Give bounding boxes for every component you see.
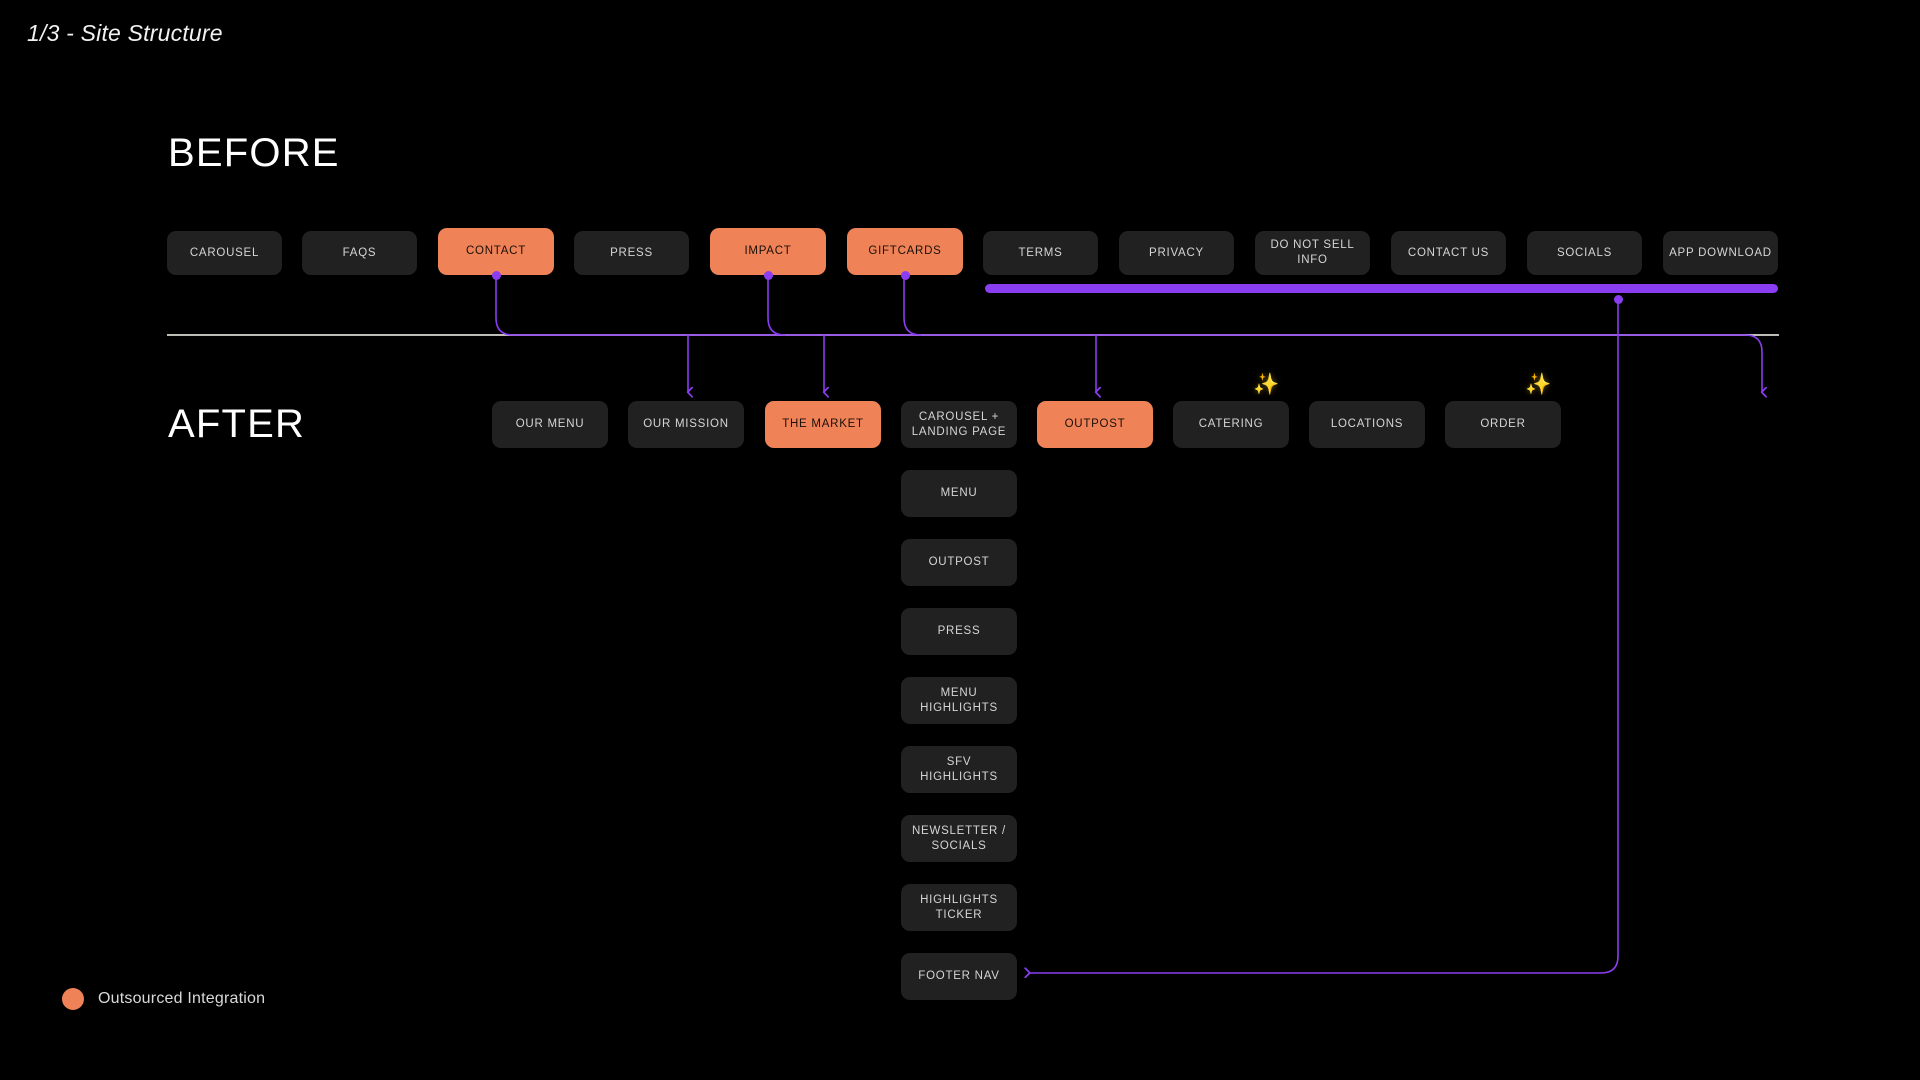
- after-node[interactable]: ORDER: [1445, 401, 1561, 448]
- node-label: MENU: [940, 487, 978, 500]
- node-label: THE MARKET: [782, 418, 864, 431]
- node-label: PRESS: [937, 625, 981, 638]
- before-node[interactable]: GIFTCARDS: [847, 228, 963, 275]
- before-node[interactable]: APP DOWNLOAD: [1663, 231, 1778, 275]
- sparkles-icon: ✨: [1253, 373, 1280, 396]
- node-label: CONTACT US: [1407, 246, 1490, 259]
- node-label: ORDER: [1480, 418, 1526, 431]
- after-node[interactable]: THE MARKET: [765, 401, 881, 448]
- legend-swatch-outsourced: [62, 988, 84, 1010]
- node-label: TERMS: [1018, 246, 1063, 259]
- before-node[interactable]: PRESS: [574, 231, 689, 275]
- node-label: OUTPOST: [928, 556, 990, 569]
- before-node[interactable]: CONTACT: [438, 228, 554, 275]
- before-node[interactable]: FAQS: [302, 231, 417, 275]
- node-label: OUR MENU: [515, 418, 585, 431]
- footer-nav-node[interactable]: PRESS: [901, 608, 1017, 655]
- node-label: OUR MISSION: [643, 418, 729, 431]
- after-node[interactable]: OUR MISSION: [628, 401, 744, 448]
- legend: Outsourced Integration: [62, 988, 265, 1010]
- footer-nav-node[interactable]: SFV HIGHLIGHTS: [901, 746, 1017, 793]
- node-label: CAROUSEL: [189, 246, 260, 259]
- before-node[interactable]: PRIVACY: [1119, 231, 1234, 275]
- node-label: CAROUSEL + LANDING PAGE: [911, 410, 1007, 438]
- after-node[interactable]: OUR MENU: [492, 401, 608, 448]
- node-label: SOCIALS: [1556, 246, 1613, 259]
- before-node[interactable]: SOCIALS: [1527, 231, 1642, 275]
- node-label: MENU HIGHLIGHTS: [920, 686, 998, 714]
- footer-nav-connector-dot: [1614, 295, 1623, 304]
- footer-nav-node[interactable]: NEWSLETTER / SOCIALS: [901, 815, 1017, 862]
- section-heading-before: BEFORE: [168, 131, 340, 175]
- footer-nav-node[interactable]: OUTPOST: [901, 539, 1017, 586]
- before-node[interactable]: CONTACT US: [1391, 231, 1506, 275]
- sparkles-icon: ✨: [1525, 373, 1552, 396]
- after-node[interactable]: LOCATIONS: [1309, 401, 1425, 448]
- node-label: HIGHLIGHTS TICKER: [920, 893, 998, 921]
- connector-dot: [491, 271, 501, 280]
- node-label: CONTACT: [466, 245, 526, 258]
- node-label: OUTPOST: [1064, 418, 1126, 431]
- section-heading-after: AFTER: [168, 402, 306, 446]
- after-node[interactable]: CATERING: [1173, 401, 1289, 448]
- section-divider: [167, 334, 1779, 336]
- after-node[interactable]: OUTPOST: [1037, 401, 1153, 448]
- node-label: FAQS: [342, 246, 377, 259]
- after-node[interactable]: CAROUSEL + LANDING PAGE: [901, 401, 1017, 448]
- connector-dot: [900, 271, 910, 280]
- footer-nav-node[interactable]: HIGHLIGHTS TICKER: [901, 884, 1017, 931]
- footer-nav-node[interactable]: FOOTER NAV: [901, 953, 1017, 1000]
- before-node[interactable]: IMPACT: [710, 228, 826, 275]
- node-label: LOCATIONS: [1330, 418, 1404, 431]
- page-title: 1/3 - Site Structure: [27, 20, 223, 46]
- before-node[interactable]: DO NOT SELL INFO: [1255, 231, 1370, 275]
- footer-nav-group-bar: [985, 284, 1778, 293]
- node-label: CATERING: [1198, 418, 1264, 431]
- node-label: DO NOT SELL INFO: [1270, 239, 1355, 266]
- node-label: IMPACT: [744, 245, 792, 258]
- node-label: NEWSLETTER / SOCIALS: [912, 824, 1006, 852]
- footer-nav-node[interactable]: MENU: [901, 470, 1017, 517]
- node-label: PRESS: [610, 246, 653, 259]
- node-label: APP DOWNLOAD: [1669, 246, 1772, 259]
- before-node[interactable]: TERMS: [983, 231, 1098, 275]
- footer-nav-node[interactable]: MENU HIGHLIGHTS: [901, 677, 1017, 724]
- node-label: SFV HIGHLIGHTS: [920, 755, 998, 783]
- connector-dot: [763, 271, 773, 280]
- before-node[interactable]: CAROUSEL: [167, 231, 282, 275]
- node-label: GIFTCARDS: [868, 245, 942, 258]
- node-label: FOOTER NAV: [918, 970, 1000, 983]
- node-label: PRIVACY: [1149, 246, 1204, 259]
- legend-label: Outsourced Integration: [98, 990, 266, 1007]
